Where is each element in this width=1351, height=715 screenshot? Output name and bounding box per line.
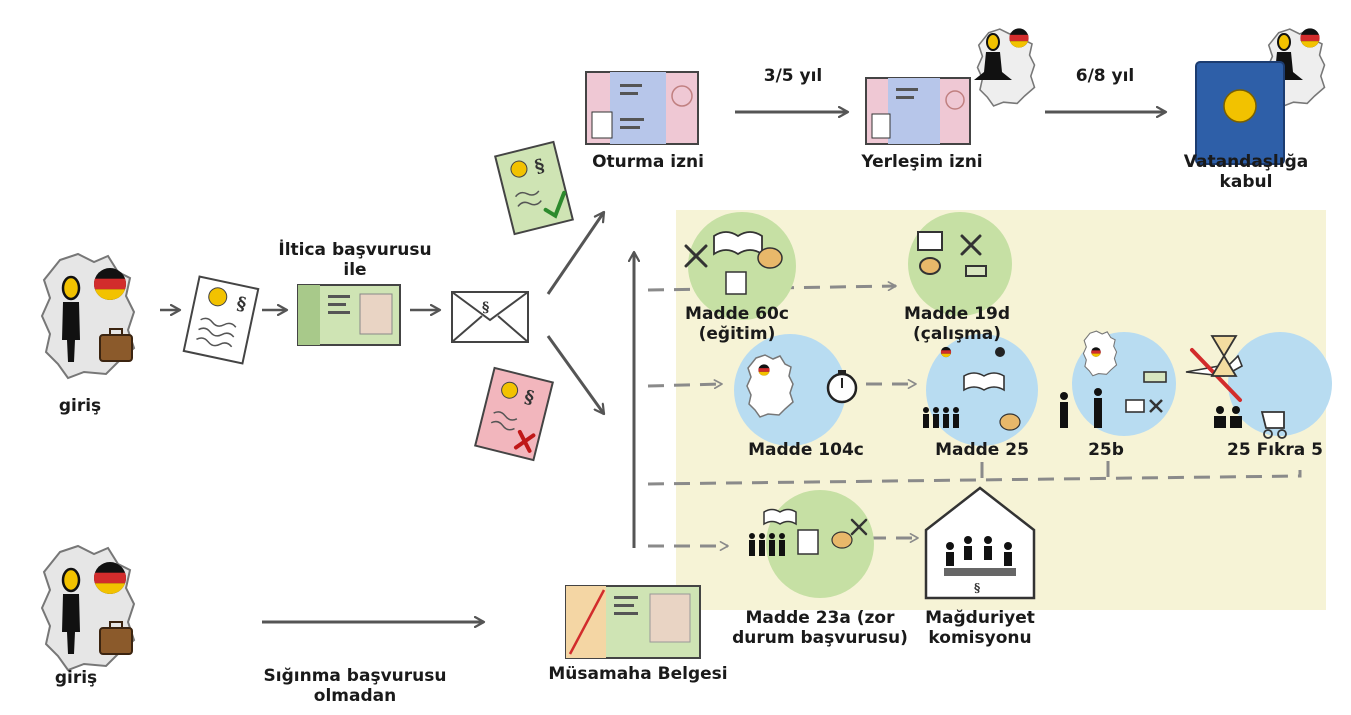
person-icon	[61, 275, 81, 362]
german-flag-icon	[1091, 347, 1101, 357]
label-settlement-permit: Yerleşim izni	[861, 152, 983, 172]
education-icon	[763, 508, 853, 555]
svg-text:§: §	[974, 581, 980, 595]
label-hardship-commission: Mağduriyet komisyonu	[925, 608, 1035, 648]
group-icon	[923, 407, 959, 428]
dashed-connectors	[647, 281, 1302, 551]
hourglass-icon	[1210, 335, 1238, 377]
stopwatch-icon	[826, 370, 858, 404]
german-flag-icon	[94, 268, 126, 300]
arrow-approved	[546, 212, 606, 295]
approved-document-icon: §	[494, 140, 574, 236]
paragraph-document-icon: §	[182, 275, 260, 365]
label-article-25b: 25b	[1088, 440, 1124, 460]
label-no-asylum-application: Sığınma başvurusu olmadan	[263, 666, 447, 706]
label-entry-bottom: giriş	[54, 668, 98, 688]
meditating-person-icon	[974, 33, 1012, 80]
commission-building-icon: §	[924, 486, 1036, 600]
label-article-104c: Madde 104c	[748, 440, 864, 460]
germany-map-icon	[746, 354, 794, 418]
label-citizenship: Vatandaşlığa kabul	[1183, 152, 1309, 192]
article-25-5-circle	[1228, 332, 1332, 436]
german-flag-icon	[941, 347, 951, 357]
german-flag-icon	[1009, 28, 1028, 47]
group-icon	[749, 533, 785, 556]
family-icon	[1214, 406, 1242, 428]
label-article-23a: Madde 23a (zor durum başvurusu)	[732, 608, 908, 648]
envelope-icon: §	[451, 291, 529, 343]
label-article-19d: Madde 19d (çalışma)	[903, 304, 1010, 344]
label-entry-top: giriş	[58, 396, 102, 416]
label-article-60c: Madde 60c (eğitim)	[685, 304, 789, 344]
label-years-3-5: 3/5 yıl	[763, 66, 823, 86]
stroller-icon	[1260, 411, 1287, 439]
suitcase-icon	[99, 621, 133, 655]
label-article-25-5: 25 Fıkra 5	[1227, 440, 1323, 460]
suitcase-icon	[99, 328, 133, 362]
education-icon	[713, 231, 783, 295]
label-article-25: Madde 25	[935, 440, 1029, 460]
label-residence-permit: Oturma izni	[592, 152, 704, 172]
german-flag-icon	[1300, 28, 1319, 47]
label-asylum-application: İltica başvurusu ile	[278, 240, 432, 280]
work-tools-icon	[684, 244, 708, 268]
german-flag-icon	[758, 364, 769, 375]
rejected-document-icon: §	[474, 366, 554, 462]
label-years-6-8: 6/8 yıl	[1075, 66, 1135, 86]
person-icon	[1060, 388, 1102, 428]
id-card-icon	[297, 284, 401, 346]
svg-text:§: §	[482, 300, 489, 316]
label-toleration-certificate: Müsamaha Belgesi	[548, 664, 728, 684]
passport-icon	[1195, 61, 1285, 165]
work-tools-icon	[917, 231, 987, 277]
education-icon	[963, 347, 1021, 431]
tolerance-certificate-icon	[565, 585, 701, 659]
residence-card-icon	[585, 71, 699, 145]
work-tools-icon	[850, 518, 868, 536]
person-icon	[61, 567, 81, 654]
svg-text:§: §	[235, 293, 249, 316]
arrow-rejected	[546, 335, 606, 414]
work-tools-icon	[1125, 371, 1167, 413]
german-flag-icon	[94, 562, 126, 594]
residence-card-icon	[865, 77, 971, 145]
